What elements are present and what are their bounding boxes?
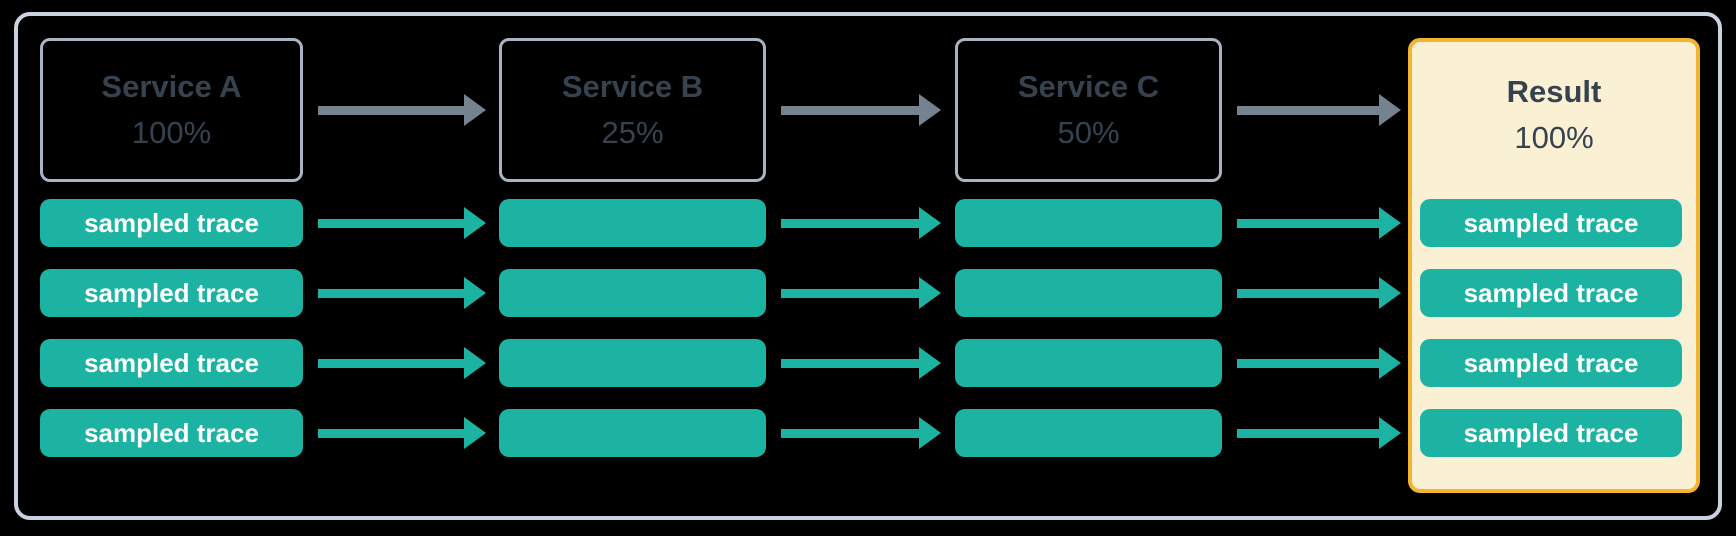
trace-pill-c-1 [955,199,1222,247]
arrow-trace-b-c-2 [781,277,941,309]
arrow-trace-a-b-3 [318,347,486,379]
arrow-head-icon [464,417,486,449]
arrow-shaft [781,289,923,298]
trace-pill-a-3: sampled trace [40,339,303,387]
service-c-rate: 50% [1057,115,1120,150]
arrow-service-a-to-b [318,94,486,126]
arrow-head-icon [1379,94,1401,126]
service-a-rate: 100% [131,115,212,150]
service-a-title: Service A [101,69,242,104]
trace-pill-result-2: sampled trace [1420,269,1682,317]
trace-pill-c-3 [955,339,1222,387]
arrow-shaft [1237,359,1383,368]
arrow-head-icon [919,417,941,449]
arrow-trace-a-b-4 [318,417,486,449]
arrow-head-icon [919,207,941,239]
arrow-shaft [318,219,468,228]
trace-pill-a-4: sampled trace [40,409,303,457]
arrow-shaft [781,219,923,228]
arrow-service-c-to-result [1237,94,1401,126]
arrow-trace-c-result-2 [1237,277,1401,309]
arrow-shaft [318,429,468,438]
arrow-head-icon [464,277,486,309]
arrow-shaft [318,289,468,298]
arrow-head-icon [1379,347,1401,379]
trace-pill-result-1: sampled trace [1420,199,1682,247]
trace-pill-result-4: sampled trace [1420,409,1682,457]
arrow-shaft [1237,219,1383,228]
arrow-shaft [781,429,923,438]
service-b-box: Service B 25% [499,38,766,182]
result-rate: 100% [1514,120,1594,155]
trace-pill-b-3 [499,339,766,387]
service-c-box: Service C 50% [955,38,1222,182]
trace-pill-b-1 [499,199,766,247]
arrow-head-icon [1379,207,1401,239]
arrow-trace-b-c-3 [781,347,941,379]
trace-pill-a-1: sampled trace [40,199,303,247]
arrow-trace-c-result-4 [1237,417,1401,449]
arrow-head-icon [464,207,486,239]
arrow-head-icon [919,94,941,126]
arrow-trace-c-result-1 [1237,207,1401,239]
arrow-head-icon [464,347,486,379]
trace-pill-a-2: sampled trace [40,269,303,317]
arrow-trace-b-c-1 [781,207,941,239]
arrow-head-icon [1379,417,1401,449]
service-b-title: Service B [561,69,704,104]
arrow-shaft [1237,429,1383,438]
arrow-shaft [781,359,923,368]
result-title: Result [1506,74,1602,109]
trace-pill-c-2 [955,269,1222,317]
trace-pill-b-4 [499,409,766,457]
arrow-shaft [318,359,468,368]
outer-container [14,12,1722,520]
arrow-trace-c-result-3 [1237,347,1401,379]
arrow-trace-a-b-1 [318,207,486,239]
trace-pill-b-2 [499,269,766,317]
arrow-shaft [1237,106,1383,115]
arrow-head-icon [1379,277,1401,309]
arrow-head-icon [464,94,486,126]
arrow-head-icon [919,277,941,309]
trace-pill-c-4 [955,409,1222,457]
service-b-rate: 25% [601,115,664,150]
arrow-service-b-to-c [781,94,941,126]
trace-pill-result-3: sampled trace [1420,339,1682,387]
service-a-box: Service A 100% [40,38,303,182]
arrow-shaft [318,106,468,115]
arrow-shaft [781,106,923,115]
arrow-trace-a-b-2 [318,277,486,309]
arrow-head-icon [919,347,941,379]
service-c-title: Service C [1017,69,1160,104]
arrow-shaft [1237,289,1383,298]
arrow-trace-b-c-4 [781,417,941,449]
